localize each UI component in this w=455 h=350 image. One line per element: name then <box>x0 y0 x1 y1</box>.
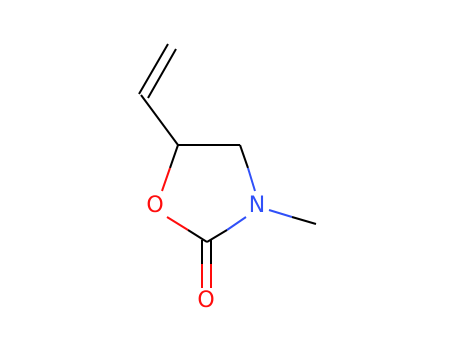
ring-oxygen-label: O <box>146 193 163 218</box>
bond-c5-o-black <box>169 144 179 169</box>
carbonyl-group <box>201 240 212 288</box>
vinyl-double-bond-outer <box>138 43 169 95</box>
vinyl-double-bond-inner <box>147 48 177 99</box>
bond-o-c2-black <box>187 229 208 243</box>
nitrogen-label: N <box>249 193 265 218</box>
carbonyl-oxygen-label: O <box>197 288 214 313</box>
n-methyl-group <box>268 209 317 225</box>
n-methyl-bond-black <box>291 216 317 225</box>
bond-c5-o-red <box>161 167 171 192</box>
vinyl-group <box>138 43 179 146</box>
vinyl-single-bond <box>140 94 179 146</box>
bond-c4-n-blue <box>247 167 256 192</box>
bond-o-c2-red <box>166 216 189 231</box>
bond-n-c2-blue <box>226 216 247 231</box>
bond-c4-n-black <box>239 144 249 169</box>
n-methyl-bond-blue <box>268 209 293 218</box>
oxazolidinone-ring <box>161 144 256 243</box>
